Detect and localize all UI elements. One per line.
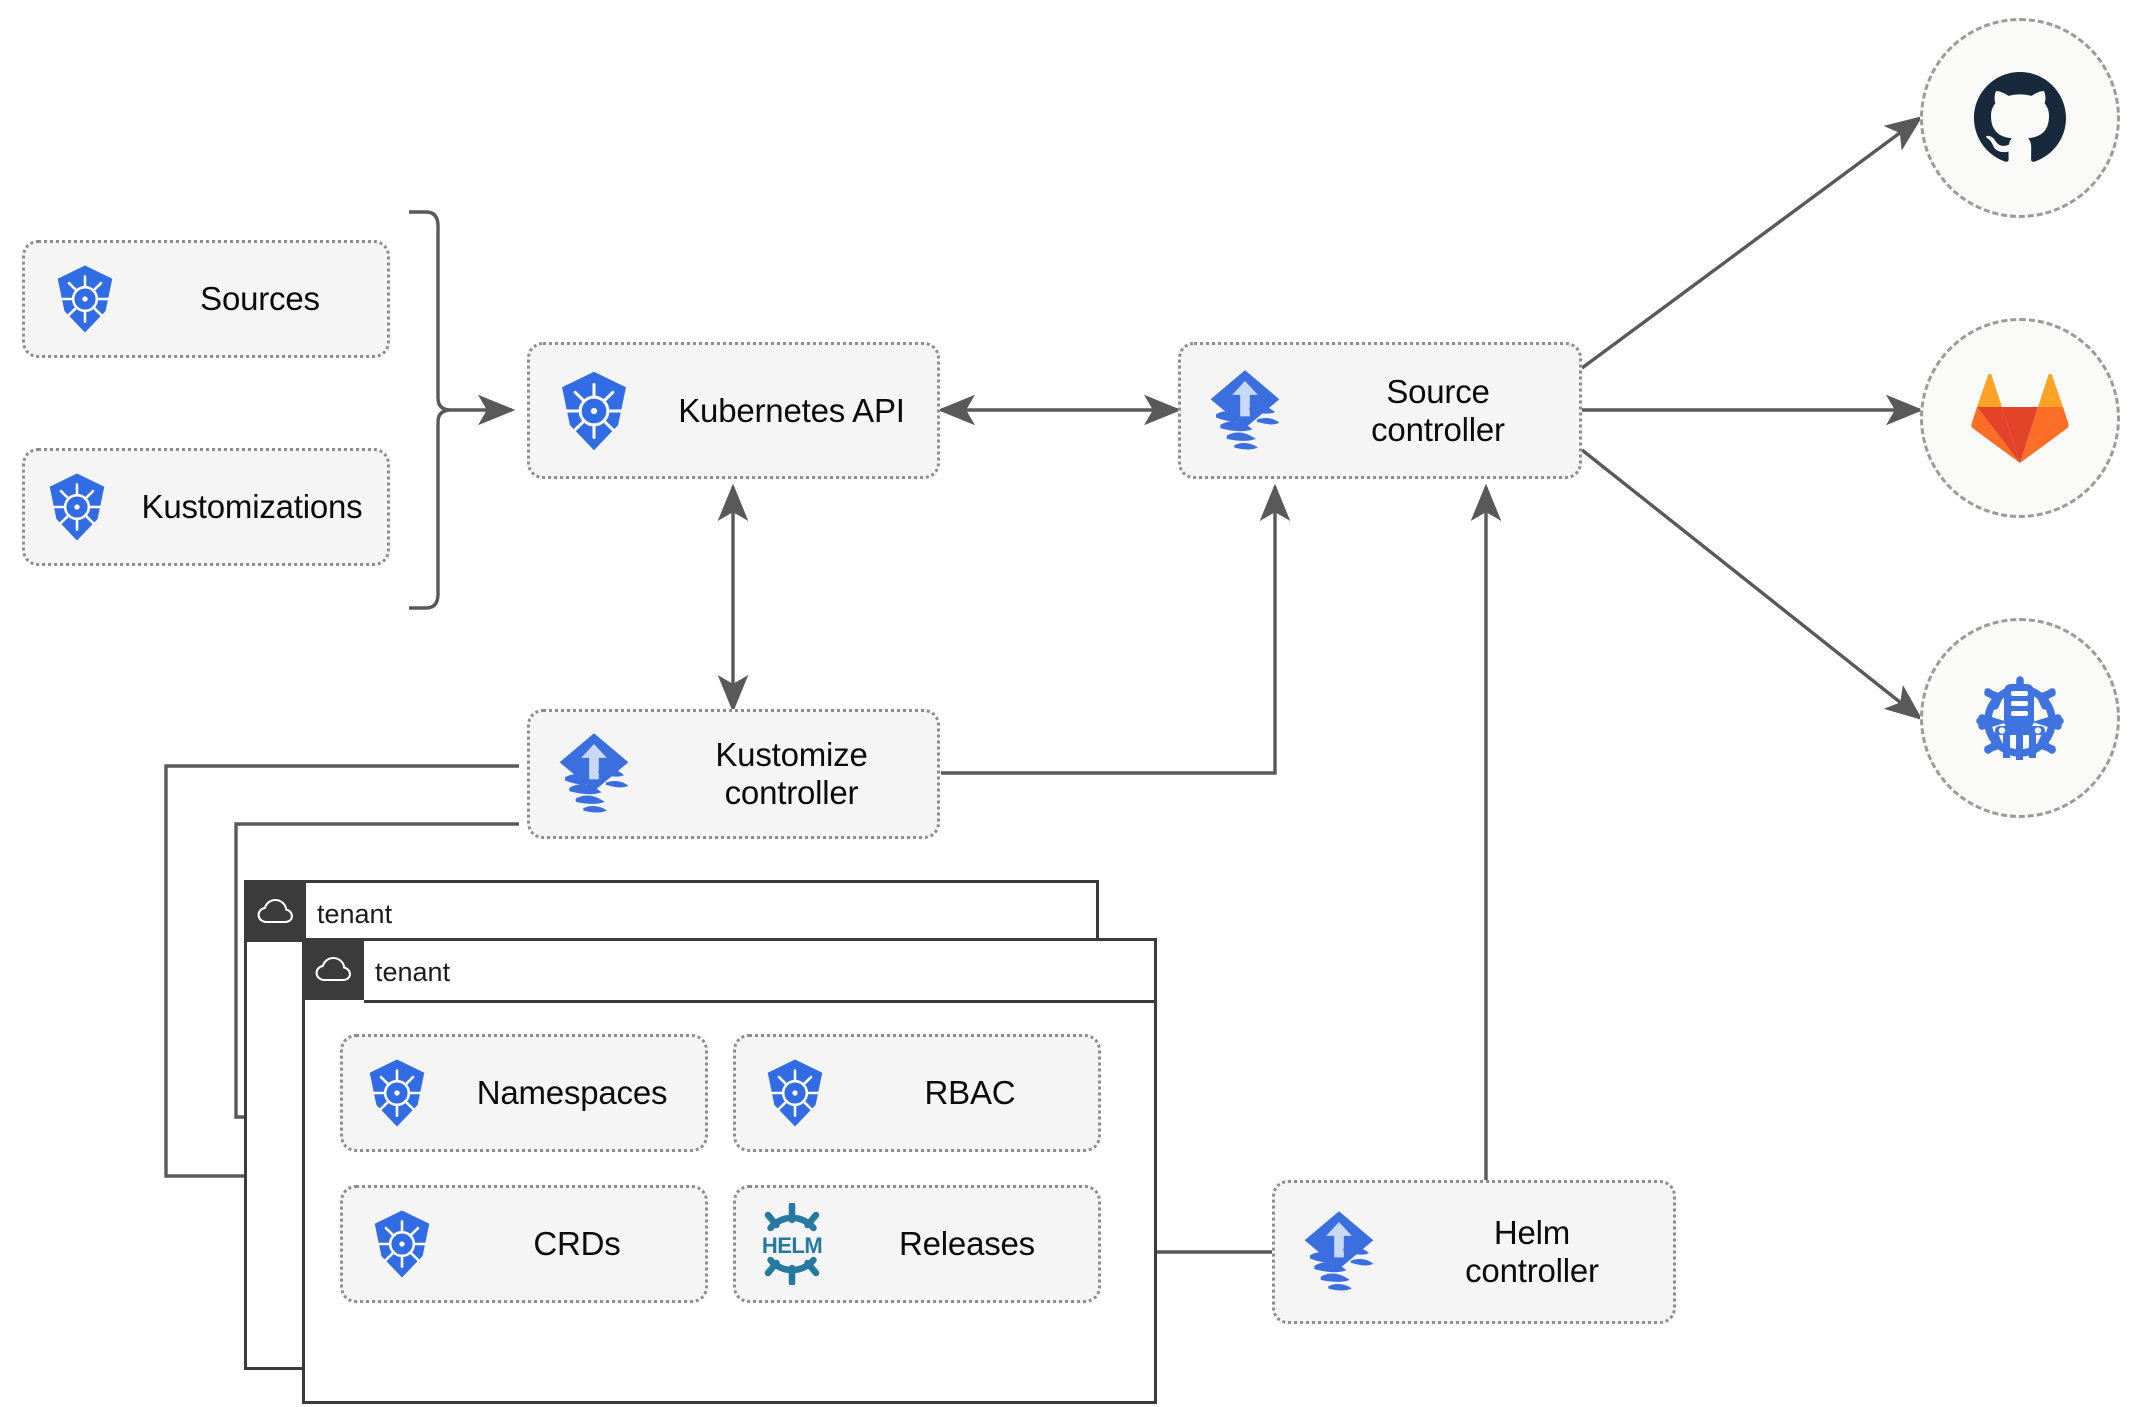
node-kustomize-controller[interactable]: Kustomize controller (527, 709, 940, 839)
cloud-icon (244, 880, 306, 942)
node-rbac[interactable]: RBAC (733, 1034, 1101, 1152)
node-source-controller[interactable]: Source controller (1178, 342, 1582, 479)
flux-icon (1181, 367, 1309, 455)
node-namespaces[interactable]: Namespaces (340, 1034, 708, 1152)
cloud-icon (302, 938, 364, 1000)
endpoint-helm-repository[interactable] (1920, 618, 2120, 818)
tenant-container-inner: tenant (302, 938, 1157, 1404)
svg-text:HELM: HELM (762, 1233, 822, 1258)
endpoint-gitlab[interactable] (1920, 318, 2120, 518)
flux-icon (530, 730, 658, 818)
node-sources[interactable]: Sources (22, 240, 390, 358)
edge-sourcecontroller-github (1580, 115, 1923, 370)
tenant-label: tenant (375, 957, 451, 987)
node-label: RBAC (924, 1074, 1016, 1112)
kubernetes-icon (736, 1058, 854, 1128)
node-releases[interactable]: HELM Releases (733, 1185, 1101, 1303)
node-label: Sources (200, 280, 320, 318)
node-label: Kustomize controller (715, 736, 868, 811)
flux-icon (1275, 1208, 1403, 1296)
node-kubernetes-api[interactable]: Kubernetes API (527, 342, 940, 479)
tenant-header-rule (364, 1000, 1157, 1003)
helm-icon: HELM (736, 1203, 848, 1285)
github-icon (1974, 72, 2066, 162)
node-label: Releases (899, 1225, 1035, 1263)
kubernetes-icon (530, 370, 658, 452)
edge-sourcecontroller-helmrepository (1580, 448, 1923, 721)
node-label: CRDs (533, 1225, 621, 1263)
node-label: Kustomizations (141, 488, 363, 526)
helm-repository-icon (1976, 676, 2064, 760)
node-kustomizations[interactable]: Kustomizations (22, 448, 390, 566)
kubernetes-icon (25, 472, 129, 542)
node-label: Source controller (1371, 372, 1505, 448)
kubernetes-icon (343, 1209, 461, 1279)
edge-sources-brace (409, 210, 452, 610)
node-label: Namespaces (476, 1074, 668, 1112)
endpoint-github[interactable] (1920, 18, 2120, 218)
kubernetes-icon (25, 264, 145, 334)
kubernetes-icon (343, 1058, 451, 1128)
tenant-label: tenant (317, 899, 393, 929)
node-crds[interactable]: CRDs (340, 1185, 708, 1303)
node-label: Helm controller (1465, 1214, 1599, 1289)
node-label: Kubernetes API (678, 391, 905, 429)
gitlab-icon (1971, 373, 2069, 463)
node-helm-controller[interactable]: Helm controller (1272, 1180, 1676, 1324)
edge-kustomizecontroller-sourcecontroller (941, 483, 1291, 775)
